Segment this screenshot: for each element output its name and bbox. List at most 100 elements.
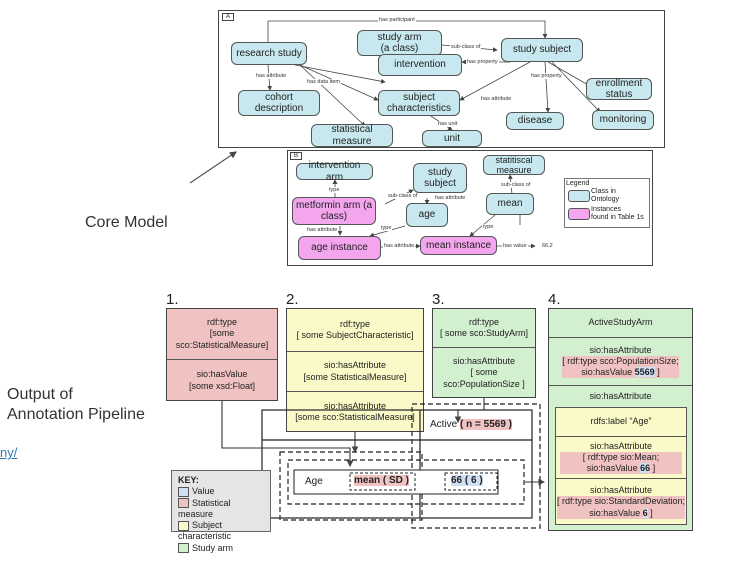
node-b-study-subject: study subject xyxy=(413,163,467,193)
col4-sd-prefix: sio:hasAttribute xyxy=(589,485,653,496)
edge-has-participant: has participant xyxy=(378,17,416,23)
column-1: rdf:type [some sco:StatisticalMeasure] s… xyxy=(166,308,278,401)
key-box: KEY: Value Statistical measure Subject c… xyxy=(171,470,271,554)
node-monitoring: monitoring xyxy=(592,110,654,130)
legend-instance-label: Instances found in Table 1s xyxy=(591,206,644,222)
key-item-value: Value xyxy=(178,486,264,497)
legend-title: Legend xyxy=(566,180,590,187)
col4-popsize-prefix: sio:hasAttribute xyxy=(589,344,652,355)
table-active-n: ( n = 5569 ) xyxy=(460,419,512,430)
edge-has-unit: has unit xyxy=(437,121,459,127)
output-label-line2: Annotation Pipeline xyxy=(7,406,145,423)
col4-sd-text: [ rdf:type sio:StandardDeviation; sio:ha… xyxy=(556,496,686,518)
core-model-label: Core Model xyxy=(85,214,168,231)
edge-has-attribute-2: has attribute xyxy=(480,96,513,102)
edge-b-sub-class-of-2: sub-class of xyxy=(500,182,532,188)
edge-b-type-2: type xyxy=(380,225,393,231)
col4-mean-body: [ rdf:type sio:Mean; sio:hasValue 66 ] xyxy=(560,451,682,475)
edge-b-type-3: type xyxy=(482,224,495,230)
col4-sd-body: [ rdf:type sio:StandardDeviation; sio:ha… xyxy=(556,496,686,519)
col2-cell-type: rdf:type [ some SubjectCharacteristic] xyxy=(296,318,414,340)
key-item-arm: Study arm xyxy=(178,543,264,554)
column-3: rdf:type [ some sco:StudyArm] sio:hasAtt… xyxy=(432,308,536,398)
key-label-value: Value xyxy=(192,486,215,497)
col4-mean-suffix: ] xyxy=(650,463,656,474)
edge-b-has-attribute-1: has attribute xyxy=(434,195,467,201)
col2-cell-attr1: sio:hasAttribute [some StatisticalMeasur… xyxy=(287,351,423,391)
edge-has-property-2: has property xyxy=(530,73,563,79)
table-active-label: Active xyxy=(430,419,458,430)
table-age-label: Age xyxy=(305,476,323,487)
panel-b xyxy=(287,150,653,266)
legend-instance-swatch xyxy=(568,208,590,220)
node-intervention-arm: intervention arm xyxy=(296,160,373,183)
key-swatch-value xyxy=(178,486,189,497)
col2-number: 2. xyxy=(286,291,299,308)
col4-popsize-value: 5569 xyxy=(634,367,655,378)
node-statistical-measure: statistical measure xyxy=(311,124,393,147)
col4-mean-prefix: sio:hasAttribute xyxy=(589,440,653,451)
col4-popsize-text: [ rdf:type sco:PopulationSize; sio:hasVa… xyxy=(562,355,679,378)
node-age: age xyxy=(406,203,448,227)
col4-inner-box: rdfs:label “Age” sio:hasAttribute [ rdf:… xyxy=(555,407,687,525)
key-item-subject: Subject characteristic xyxy=(178,520,264,543)
column-4: ActiveStudyArm sio:hasAttribute [ rdf:ty… xyxy=(548,308,693,531)
col4-inner-mean: sio:hasAttribute [ rdf:type sio:Mean; si… xyxy=(556,436,686,478)
node-intervention: intervention xyxy=(378,54,462,76)
edge-b-has-value: has value xyxy=(502,243,528,249)
col4-cell-attr: sio:hasAttribute xyxy=(549,385,692,407)
col3-cell-type: rdf:type [ some sco:StudyArm] xyxy=(439,316,529,338)
panel-a-label: A xyxy=(222,13,235,21)
col4-number: 4. xyxy=(548,291,561,308)
col4-sd-suffix: ] xyxy=(647,507,653,518)
truncated-link[interactable]: ny/ xyxy=(0,445,18,460)
value-66-2: 66.2 xyxy=(542,243,553,249)
key-swatch-arm xyxy=(178,543,189,554)
col4-inner-label: rdfs:label “Age” xyxy=(590,416,652,427)
col3-number: 3. xyxy=(432,291,445,308)
col4-popsize-body: [ rdf:type sco:PopulationSize; sio:hasVa… xyxy=(562,355,679,379)
col2-cell-attr2: sio:hasAttribute [some sco:StatisticalMe… xyxy=(287,391,423,432)
legend-box xyxy=(564,178,650,228)
node-unit: unit xyxy=(422,130,482,147)
key-label-subject: Subject characteristic xyxy=(178,520,232,542)
col1-number: 1. xyxy=(166,291,179,308)
key-label-arm: Study arm xyxy=(192,542,234,553)
panel-a xyxy=(218,10,665,148)
col4-sd-value: 6 xyxy=(642,507,648,518)
node-metformin-arm: metformin arm (a class) xyxy=(292,197,376,225)
legend-class-swatch xyxy=(568,190,590,202)
edge-has-property-1: has property xyxy=(466,59,499,65)
key-swatch-statistical xyxy=(178,498,189,509)
node-age-instance: age instance xyxy=(298,236,381,260)
col4-popsize-suffix: ] xyxy=(654,367,660,378)
col1-cell-type: rdf:type [some sco:StatisticalMeasure] xyxy=(175,317,269,350)
col4-inner-sd: sio:hasAttribute [ rdf:type sio:Standard… xyxy=(556,478,686,525)
edge-has-data-item: has data item xyxy=(306,79,342,85)
edge-b-has-attribute-3: has attribute xyxy=(383,243,416,249)
node-b-statistical-measure: statitiscal measure xyxy=(483,155,545,175)
column-2: rdf:type [ some SubjectCharacteristic] s… xyxy=(286,308,424,432)
panel-b-label: B xyxy=(290,152,303,160)
node-research-study: research study xyxy=(231,42,307,65)
col4-mean-text: [ rdf:type sio:Mean; sio:hasValue xyxy=(582,451,660,474)
edge-sub-class-of: sub-class of xyxy=(450,44,482,50)
edge-b-has-attribute-2: has attribute xyxy=(306,227,339,233)
legend-class-label: Class in Ontology xyxy=(591,188,620,204)
col4-mean-value: 66 xyxy=(640,463,651,474)
node-disease: disease xyxy=(506,112,564,130)
key-item-statistical: Statistical measure xyxy=(178,498,264,521)
col4-cell-popsize: sio:hasAttribute [ rdf:type sco:Populati… xyxy=(549,337,692,385)
node-cohort-description: cohort description xyxy=(238,90,320,116)
node-study-subject: study subject xyxy=(501,38,583,62)
key-label-statistical: Statistical measure xyxy=(178,497,231,519)
node-mean-instance: mean instance xyxy=(420,236,497,255)
edge-b-type-1: type xyxy=(328,187,341,193)
table-mean-sd: mean ( SD ) xyxy=(354,475,410,486)
key-swatch-subject xyxy=(178,520,189,531)
node-mean: mean xyxy=(486,193,534,215)
node-subject-characteristics: subject characteristics xyxy=(378,90,460,116)
table-active: Active ( n = 5569 ) xyxy=(430,419,512,430)
table-value: 66 ( 6 ) xyxy=(451,475,483,486)
edge-has-attribute-1: has attribute xyxy=(255,73,288,79)
